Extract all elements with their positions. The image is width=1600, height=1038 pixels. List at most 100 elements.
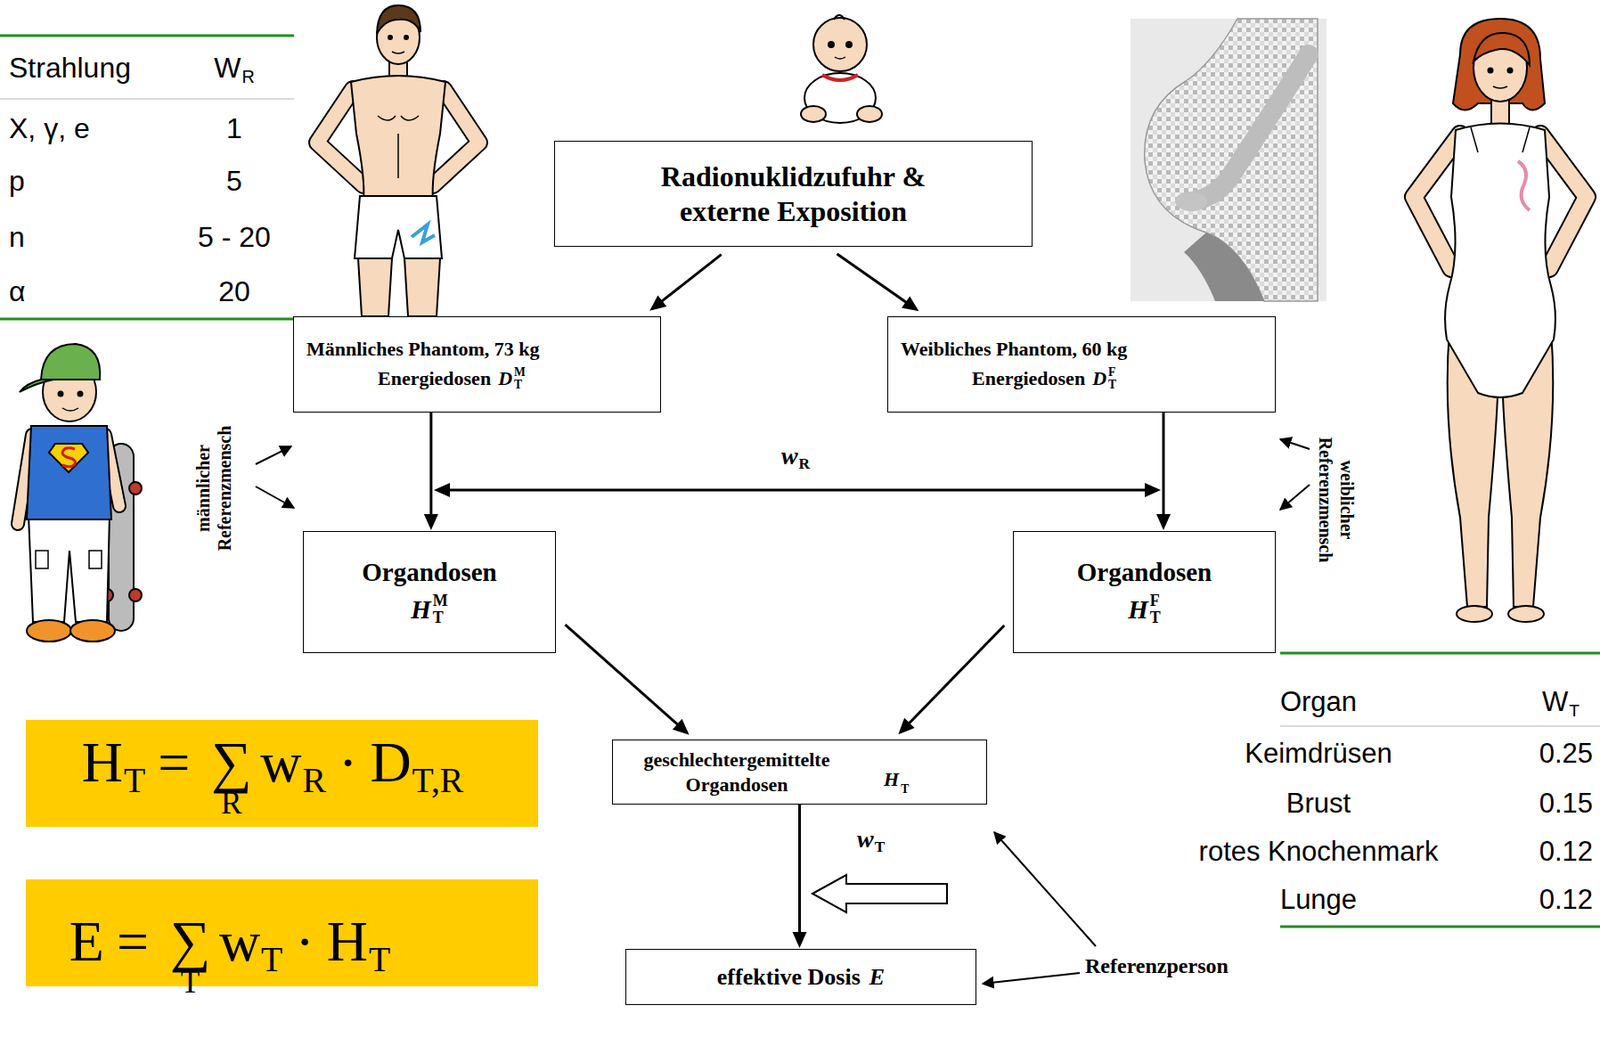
subscript: R <box>302 760 326 800</box>
math-symbol: DFT <box>1092 366 1117 392</box>
table-cell-text: 1 <box>226 112 243 145</box>
woman-figure <box>1444 123 1556 399</box>
baby-figure <box>822 74 858 81</box>
woman-figure <box>1508 68 1513 74</box>
formula-text: w <box>260 730 302 794</box>
hollow-arrow <box>812 874 947 913</box>
connector <box>897 625 1005 735</box>
math-symbol: HMT <box>410 592 449 627</box>
flow-box: OrgandosenHFT <box>1012 530 1276 654</box>
connector-line <box>837 253 909 304</box>
math-index: T <box>900 782 909 795</box>
weight-factor-label: wT <box>857 826 885 856</box>
table-rule <box>0 34 294 38</box>
man-figure <box>358 258 392 317</box>
table-cell: 5 <box>226 166 243 196</box>
connector-line <box>659 254 721 304</box>
woman-figure <box>1413 18 1587 622</box>
connector <box>424 412 439 531</box>
connector <box>564 624 689 735</box>
box-text: Energiedosen <box>377 367 491 391</box>
sum-sign: ∑ <box>170 913 212 971</box>
table-cell-text: rotes Knochenmark <box>1199 835 1439 867</box>
subscript: T <box>368 939 391 980</box>
table-header: Organ <box>1280 687 1357 716</box>
connector <box>1156 412 1171 531</box>
leader-arrow <box>1280 439 1310 449</box>
box-text: Organdosen <box>1077 557 1212 588</box>
formula: HT=∑RwR·DT,R <box>81 734 465 820</box>
weight-factor-label-symbol: w <box>781 441 799 470</box>
boy-figure <box>62 448 75 467</box>
table-cell-text: 0.12 <box>1539 835 1593 867</box>
woman-figure <box>1518 161 1530 211</box>
table-cell: Lunge <box>1280 885 1357 914</box>
boy-figure <box>26 620 72 642</box>
sum-sign: ∑ <box>211 734 253 792</box>
leader-arrow <box>255 446 292 465</box>
flow-box: geschlechtergemittelte OrgandosenHT <box>612 739 988 805</box>
weight-factor-label-symbol: w <box>857 824 874 853</box>
box-text: Weibliches Phantom, 60 kg <box>900 337 1127 361</box>
operator: = <box>157 730 190 794</box>
table-cell-text: Brust <box>1286 787 1351 819</box>
math-symbol: D <box>1092 367 1107 391</box>
pregnancy-photo <box>1144 18 1318 302</box>
box-text: effektive Dosis <box>717 963 861 991</box>
subscript: R <box>241 66 254 87</box>
flow-box: effektive DosisE <box>625 948 977 1005</box>
leader-arrow <box>255 486 294 508</box>
arrowhead <box>792 931 808 948</box>
baby-figure <box>828 41 834 48</box>
double-arrow <box>433 482 450 498</box>
connector-line <box>429 412 433 518</box>
man-figure <box>411 224 435 243</box>
leader-arrow <box>994 832 1096 947</box>
arrowhead <box>1156 514 1171 531</box>
flow-box: Weibliches Phantom, 60 kg EnergiedosenDFT <box>887 316 1276 413</box>
reference-label: Referenzperson <box>1085 955 1229 977</box>
subscript: T,R <box>412 760 465 800</box>
baby-figure <box>833 15 845 20</box>
arrowhead <box>672 718 690 735</box>
woman-figure <box>1473 32 1530 66</box>
double-arrow <box>1144 482 1161 498</box>
reference-label-vertical: weiblicher Referenzmensch <box>1314 410 1358 589</box>
woman-figure <box>1456 605 1493 622</box>
table-cell-text: Keimdrüsen <box>1244 737 1392 769</box>
connector <box>649 254 721 311</box>
table-cell: Brust <box>1286 789 1351 817</box>
table-cell: 0.12 <box>1539 885 1593 914</box>
boy-figure <box>48 443 89 473</box>
sum-symbol: ∑R <box>211 734 253 820</box>
math-index: FT <box>1150 592 1161 627</box>
table-cell: 0.15 <box>1539 789 1593 817</box>
connector-line <box>564 624 680 727</box>
double-arrow <box>445 489 1150 492</box>
baby-figure <box>800 15 882 123</box>
math-symbol: DMT <box>497 366 526 392</box>
formula: E=∑TwT·HT <box>69 913 392 999</box>
table-rule <box>1280 652 1600 655</box>
sum-symbol: ∑T <box>170 913 212 999</box>
connector-line <box>906 625 1005 726</box>
math-symbol: HFT <box>1127 592 1161 627</box>
math-superscript: F <box>1150 592 1161 610</box>
math-subscript: T <box>1108 378 1117 392</box>
connector-line <box>1161 412 1165 518</box>
boy-figure <box>17 343 142 642</box>
sum-index: T <box>180 966 201 998</box>
table-rule <box>0 318 294 321</box>
formula-panel <box>25 879 539 987</box>
boy-figure <box>26 425 112 520</box>
box-text: Energiedosen <box>971 367 1086 391</box>
table-header-text: Strahlung <box>8 51 131 84</box>
baby-figure <box>857 106 882 123</box>
math-symbol: HT <box>883 767 909 792</box>
baby-figure <box>834 57 846 59</box>
table-rule <box>1280 653 1600 927</box>
math-index: MT <box>514 366 526 392</box>
reference-label-text: Referenzperson <box>1085 954 1229 978</box>
boy-figure <box>35 550 49 569</box>
box-text: Radionuklidzufuhr & externe Exposition <box>624 159 964 229</box>
